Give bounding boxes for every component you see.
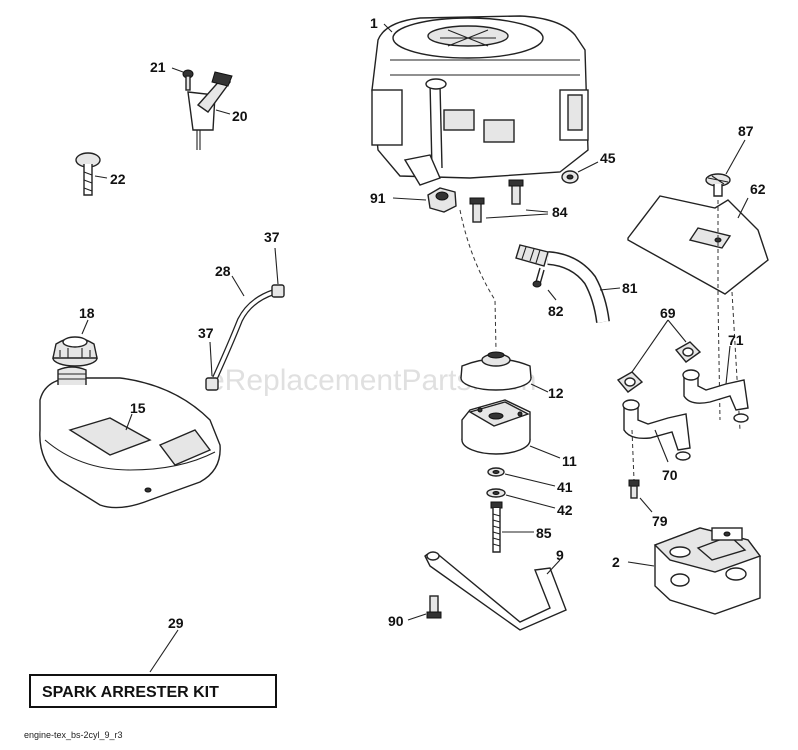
callout-84: 84 xyxy=(552,204,568,220)
muffler-part[interactable] xyxy=(653,527,762,615)
engine-part[interactable] xyxy=(371,15,589,186)
pulley-part[interactable] xyxy=(460,351,532,391)
clutch-bolt-part[interactable] xyxy=(490,501,503,553)
callout-82: 82 xyxy=(548,303,564,319)
callout-91: 91 xyxy=(370,190,386,206)
diagram-reference: engine-tex_bs-2cyl_9_r3 xyxy=(24,730,123,740)
callout-11: 11 xyxy=(562,453,577,469)
engine-bolt-part[interactable] xyxy=(469,179,524,223)
callout-71: 71 xyxy=(728,332,744,348)
lock-nut-part[interactable] xyxy=(561,170,579,184)
fuel-line-part[interactable] xyxy=(212,289,276,380)
spark-arrester-kit[interactable]: SPARK ARRESTER KIT xyxy=(29,674,277,708)
callout-15: 15 xyxy=(130,400,146,416)
fuel-cap-part[interactable] xyxy=(52,336,98,367)
exhaust-pipe-left-part[interactable] xyxy=(622,399,691,461)
screw-part[interactable] xyxy=(182,69,194,91)
callout-79: 79 xyxy=(652,513,668,529)
callout-28: 28 xyxy=(215,263,231,279)
flange-nut-part[interactable] xyxy=(427,187,457,213)
fuel-filter-part[interactable] xyxy=(515,244,549,288)
callout-41: 41 xyxy=(557,479,573,495)
heat-shield-part[interactable] xyxy=(627,195,769,295)
hose-clamp-part[interactable] xyxy=(205,377,219,391)
callout-20: 20 xyxy=(232,108,248,124)
washer-part[interactable] xyxy=(487,467,505,477)
callout-87: 87 xyxy=(738,123,754,139)
callout-37-bottom: 37 xyxy=(198,325,214,341)
callout-70: 70 xyxy=(662,467,678,483)
throttle-control-part[interactable] xyxy=(187,71,233,150)
fuel-hose-part[interactable] xyxy=(547,251,610,323)
callout-81: 81 xyxy=(622,280,638,296)
bracket-bolt-part[interactable] xyxy=(426,595,442,619)
callout-85: 85 xyxy=(536,525,552,541)
callout-18: 18 xyxy=(79,305,95,321)
callout-45: 45 xyxy=(600,150,616,166)
push-rivet-part[interactable] xyxy=(75,152,101,196)
callout-62: 62 xyxy=(750,181,766,197)
muffler-bolt-part[interactable] xyxy=(628,429,640,499)
callout-42: 42 xyxy=(557,502,573,518)
callout-29: 29 xyxy=(168,615,184,631)
callout-2: 2 xyxy=(612,554,620,570)
exhaust-gasket-part[interactable] xyxy=(616,341,702,393)
callout-22: 22 xyxy=(110,171,126,187)
shield-screw-part[interactable] xyxy=(705,173,731,197)
callout-12: 12 xyxy=(548,385,564,401)
callout-21: 21 xyxy=(150,59,166,75)
callout-9: 9 xyxy=(556,547,564,563)
exhaust-pipe-right-part[interactable] xyxy=(682,369,749,423)
hose-clamp-part[interactable] xyxy=(271,284,285,298)
callout-69: 69 xyxy=(660,305,676,321)
callout-37-top: 37 xyxy=(264,229,280,245)
pto-clutch-part[interactable] xyxy=(461,399,531,455)
washer-part[interactable] xyxy=(486,488,506,498)
fuel-tank-part[interactable] xyxy=(39,366,221,509)
spark-arrester-kit-label: SPARK ARRESTER KIT xyxy=(42,684,219,701)
callout-1: 1 xyxy=(370,15,378,31)
clutch-bracket-part[interactable] xyxy=(424,551,567,631)
callout-90: 90 xyxy=(388,613,404,629)
